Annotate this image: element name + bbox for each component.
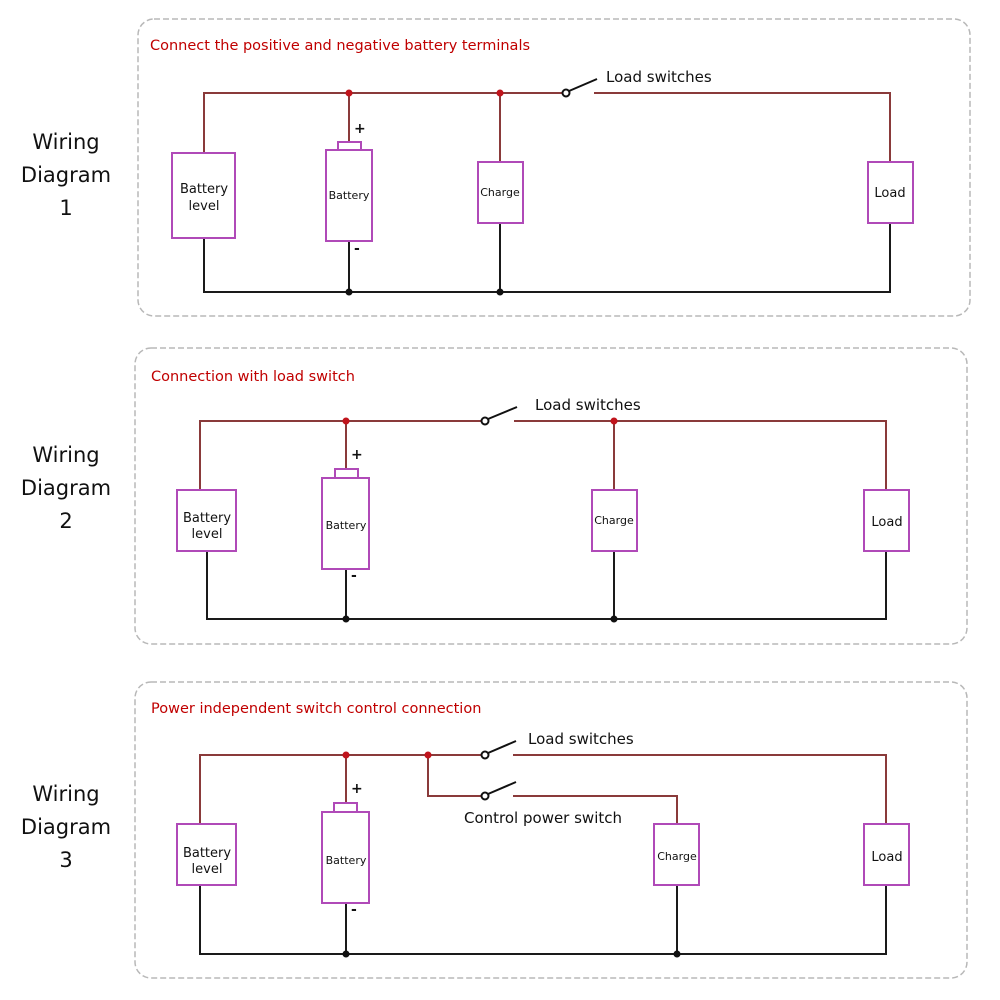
panel-title: Connection with load switch	[151, 369, 355, 385]
negative-wire	[206, 551, 887, 620]
battery-level-label-1: Battery	[180, 182, 228, 197]
junction-node	[342, 615, 350, 623]
charge-box	[653, 823, 700, 886]
control-power-switch-icon	[480, 781, 517, 801]
battery-icon	[321, 802, 370, 904]
panel-frame	[134, 681, 968, 979]
positive-sign: +	[354, 121, 366, 137]
battery-level-box	[176, 823, 237, 886]
side-label-line-1: Wiring	[32, 130, 99, 154]
load-box	[863, 489, 910, 552]
positive-sign: +	[351, 781, 363, 797]
load-switch-icon	[480, 740, 517, 760]
side-label-line-3: 3	[59, 848, 72, 872]
positive-wire-load	[514, 420, 887, 490]
panel-title: Power independent switch control connect…	[151, 701, 481, 717]
negative-sign: -	[354, 241, 360, 257]
control-branch-wire	[427, 755, 485, 797]
junction-node	[673, 950, 681, 958]
wiring-diagram-1: Wiring Diagram 1 Connect the positive an…	[21, 18, 971, 317]
load-label: Load	[874, 186, 905, 201]
positive-wire	[203, 92, 566, 153]
positive-sign: +	[351, 447, 363, 463]
charge-label: Charge	[480, 186, 520, 199]
battery-level-box	[176, 489, 237, 552]
negative-wire	[203, 223, 891, 293]
battery-label: Battery	[326, 854, 367, 867]
battery-icon	[325, 141, 373, 242]
load-switch-icon	[561, 78, 598, 98]
junction-node	[496, 288, 504, 296]
positive-wire	[199, 420, 485, 490]
battery-label: Battery	[326, 519, 367, 532]
charge-label: Charge	[657, 850, 697, 863]
positive-wire	[199, 754, 485, 824]
side-label-line-3: 2	[59, 509, 72, 533]
side-label-line-2: Diagram	[21, 476, 111, 500]
junction-node	[610, 417, 618, 425]
charge-box	[591, 489, 638, 552]
side-label-line-1: Wiring	[32, 782, 99, 806]
junction-node	[424, 751, 432, 759]
charge-box	[477, 161, 524, 224]
battery-level-label-2: level	[192, 527, 223, 542]
positive-wire-load	[513, 754, 887, 824]
load-label: Load	[871, 850, 902, 865]
battery-label: Battery	[329, 189, 370, 202]
wiring-diagram-3: Wiring Diagram 3 Power independent switc…	[21, 681, 968, 979]
panel-frame	[134, 347, 968, 645]
side-label-line-3: 1	[59, 196, 72, 220]
battery-level-box	[171, 152, 236, 239]
load-switch-label: Load switches	[606, 68, 712, 86]
junction-node	[345, 288, 353, 296]
negative-wire	[199, 885, 887, 955]
load-switch-label: Load switches	[535, 396, 641, 414]
junction-node	[610, 615, 618, 623]
battery-level-label-2: level	[192, 862, 223, 877]
side-label-line-2: Diagram	[21, 815, 111, 839]
load-box	[867, 161, 914, 224]
junction-node	[496, 89, 504, 97]
battery-level-label-2: level	[189, 199, 220, 214]
panel-title: Connect the positive and negative batter…	[150, 38, 530, 54]
panel-frame	[137, 18, 971, 317]
load-switch-label: Load switches	[528, 730, 634, 748]
load-label: Load	[871, 515, 902, 530]
wiring-diagram-2: Wiring Diagram 2 Connection with load sw…	[21, 347, 968, 645]
junction-node	[342, 751, 350, 759]
load-box	[863, 823, 910, 886]
junction-node	[342, 417, 350, 425]
control-wire-charge	[513, 795, 678, 824]
junction-node	[345, 89, 353, 97]
side-label-line-2: Diagram	[21, 163, 111, 187]
battery-icon	[321, 468, 370, 570]
battery-level-label-1: Battery	[183, 846, 231, 861]
load-switch-icon	[480, 406, 518, 426]
negative-sign: -	[351, 902, 357, 918]
control-power-switch-label: Control power switch	[464, 809, 622, 827]
junction-node	[342, 950, 350, 958]
charge-label: Charge	[594, 514, 634, 527]
side-label-line-1: Wiring	[32, 443, 99, 467]
battery-level-label-1: Battery	[183, 511, 231, 526]
positive-wire-load	[594, 92, 891, 162]
negative-sign: -	[351, 568, 357, 584]
